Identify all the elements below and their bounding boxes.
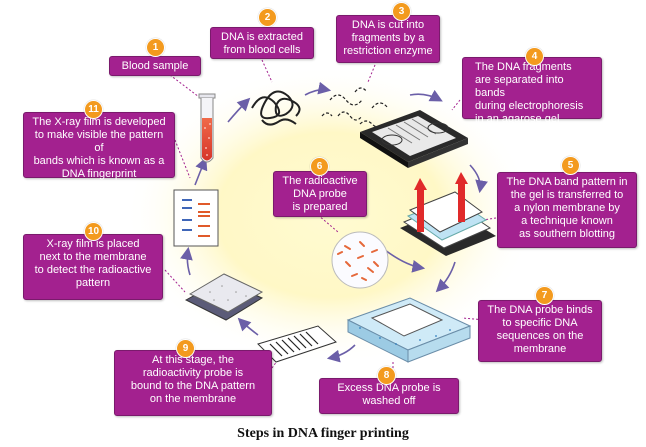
step-4-text: The DNA fragments are separated into ban…	[475, 61, 584, 125]
step-1-box: Blood sample	[109, 56, 201, 76]
dna-fragments	[321, 87, 389, 128]
step-7-text: The DNA probe binds to specific DNA sequ…	[487, 304, 593, 355]
xray-film-on-membrane	[184, 273, 264, 321]
figure-caption: Steps in DNA finger printing	[237, 426, 409, 441]
step-3-text: DNA is cut into fragments by a restricti…	[343, 19, 433, 57]
step-4-badge: 4	[525, 47, 544, 66]
hybridization-tray	[346, 297, 472, 363]
step-1-text: Blood sample	[121, 60, 189, 72]
step-10-badge: 10	[84, 222, 103, 241]
step-8-text: Excess DNA probe is washed off	[337, 382, 441, 407]
electrophoresis-gel	[360, 110, 468, 168]
step-11-badge: 11	[84, 100, 103, 119]
blood-test-tube	[198, 93, 216, 163]
step-9-badge: 9	[176, 339, 195, 358]
step-6-box: The radioactive DNA probe is prepared	[273, 171, 367, 217]
step-2-box: DNA is extracted from blood cells	[210, 27, 314, 59]
step-9-box: At this stage, the radioactivity probe i…	[114, 350, 272, 416]
step-8-box: Excess DNA probe is washed off	[319, 378, 459, 414]
radioactive-probe-dish	[331, 231, 389, 289]
step-7-box: The DNA probe binds to specific DNA sequ…	[478, 300, 602, 362]
step-10-box: X-ray film is placed next to the membran…	[23, 234, 163, 300]
step-10-text: X-ray film is placed next to the membran…	[34, 238, 152, 289]
step-4-box: The DNA fragments are separated into ban…	[462, 57, 602, 125]
step-9-text: At this stage, the radioactivity probe i…	[130, 354, 256, 405]
developed-dna-fingerprint-film	[173, 189, 219, 247]
step-5-badge: 5	[561, 156, 580, 175]
step-2-badge: 2	[258, 8, 277, 27]
step-6-text: The radioactive DNA probe is prepared	[282, 175, 358, 213]
step-11-text: The X-ray film is developed to make visi…	[32, 116, 166, 180]
step-11-box: The X-ray film is developed to make visi…	[23, 112, 175, 180]
step-3-badge: 3	[392, 2, 411, 21]
step-7-badge: 7	[535, 286, 554, 305]
step-1-badge: 1	[146, 38, 165, 57]
process-cycle-arrows	[180, 81, 488, 363]
southern-blot-apparatus	[400, 172, 496, 256]
step-5-box: The DNA band pattern in the gel is trans…	[497, 172, 637, 248]
step-8-badge: 8	[377, 366, 396, 385]
diagram-artwork	[125, 59, 535, 372]
extracted-dna-strand	[251, 90, 301, 126]
step-2-text: DNA is extracted from blood cells	[221, 31, 303, 56]
step-5-text: The DNA band pattern in the gel is trans…	[506, 176, 628, 240]
step-3-box: DNA is cut into fragments by a restricti…	[336, 15, 440, 63]
step-6-badge: 6	[310, 157, 329, 176]
